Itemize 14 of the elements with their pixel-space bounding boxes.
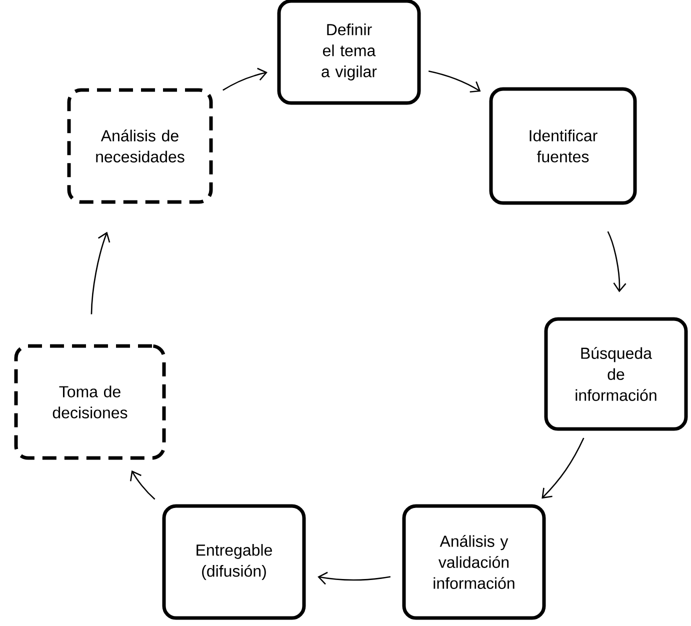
arrow bbox=[428, 70, 481, 92]
arrow bbox=[542, 438, 584, 499]
arrow bbox=[90, 232, 110, 314]
process-box: Búsqueda de información bbox=[544, 317, 688, 431]
arrow bbox=[607, 231, 626, 292]
process-box: Definir el tema a vigilar bbox=[277, 0, 421, 105]
process-box: Identificar fuentes bbox=[489, 87, 637, 205]
arrow bbox=[318, 572, 391, 585]
process-box: Entregable (difusión) bbox=[162, 504, 306, 620]
dashed-process-box: Análisis de necesidades bbox=[67, 88, 213, 204]
process-box: Análisis y validación información bbox=[402, 504, 546, 620]
dashed-process-box: Toma de decisiones bbox=[14, 344, 166, 460]
arrow bbox=[130, 470, 156, 500]
arrow bbox=[222, 68, 268, 91]
